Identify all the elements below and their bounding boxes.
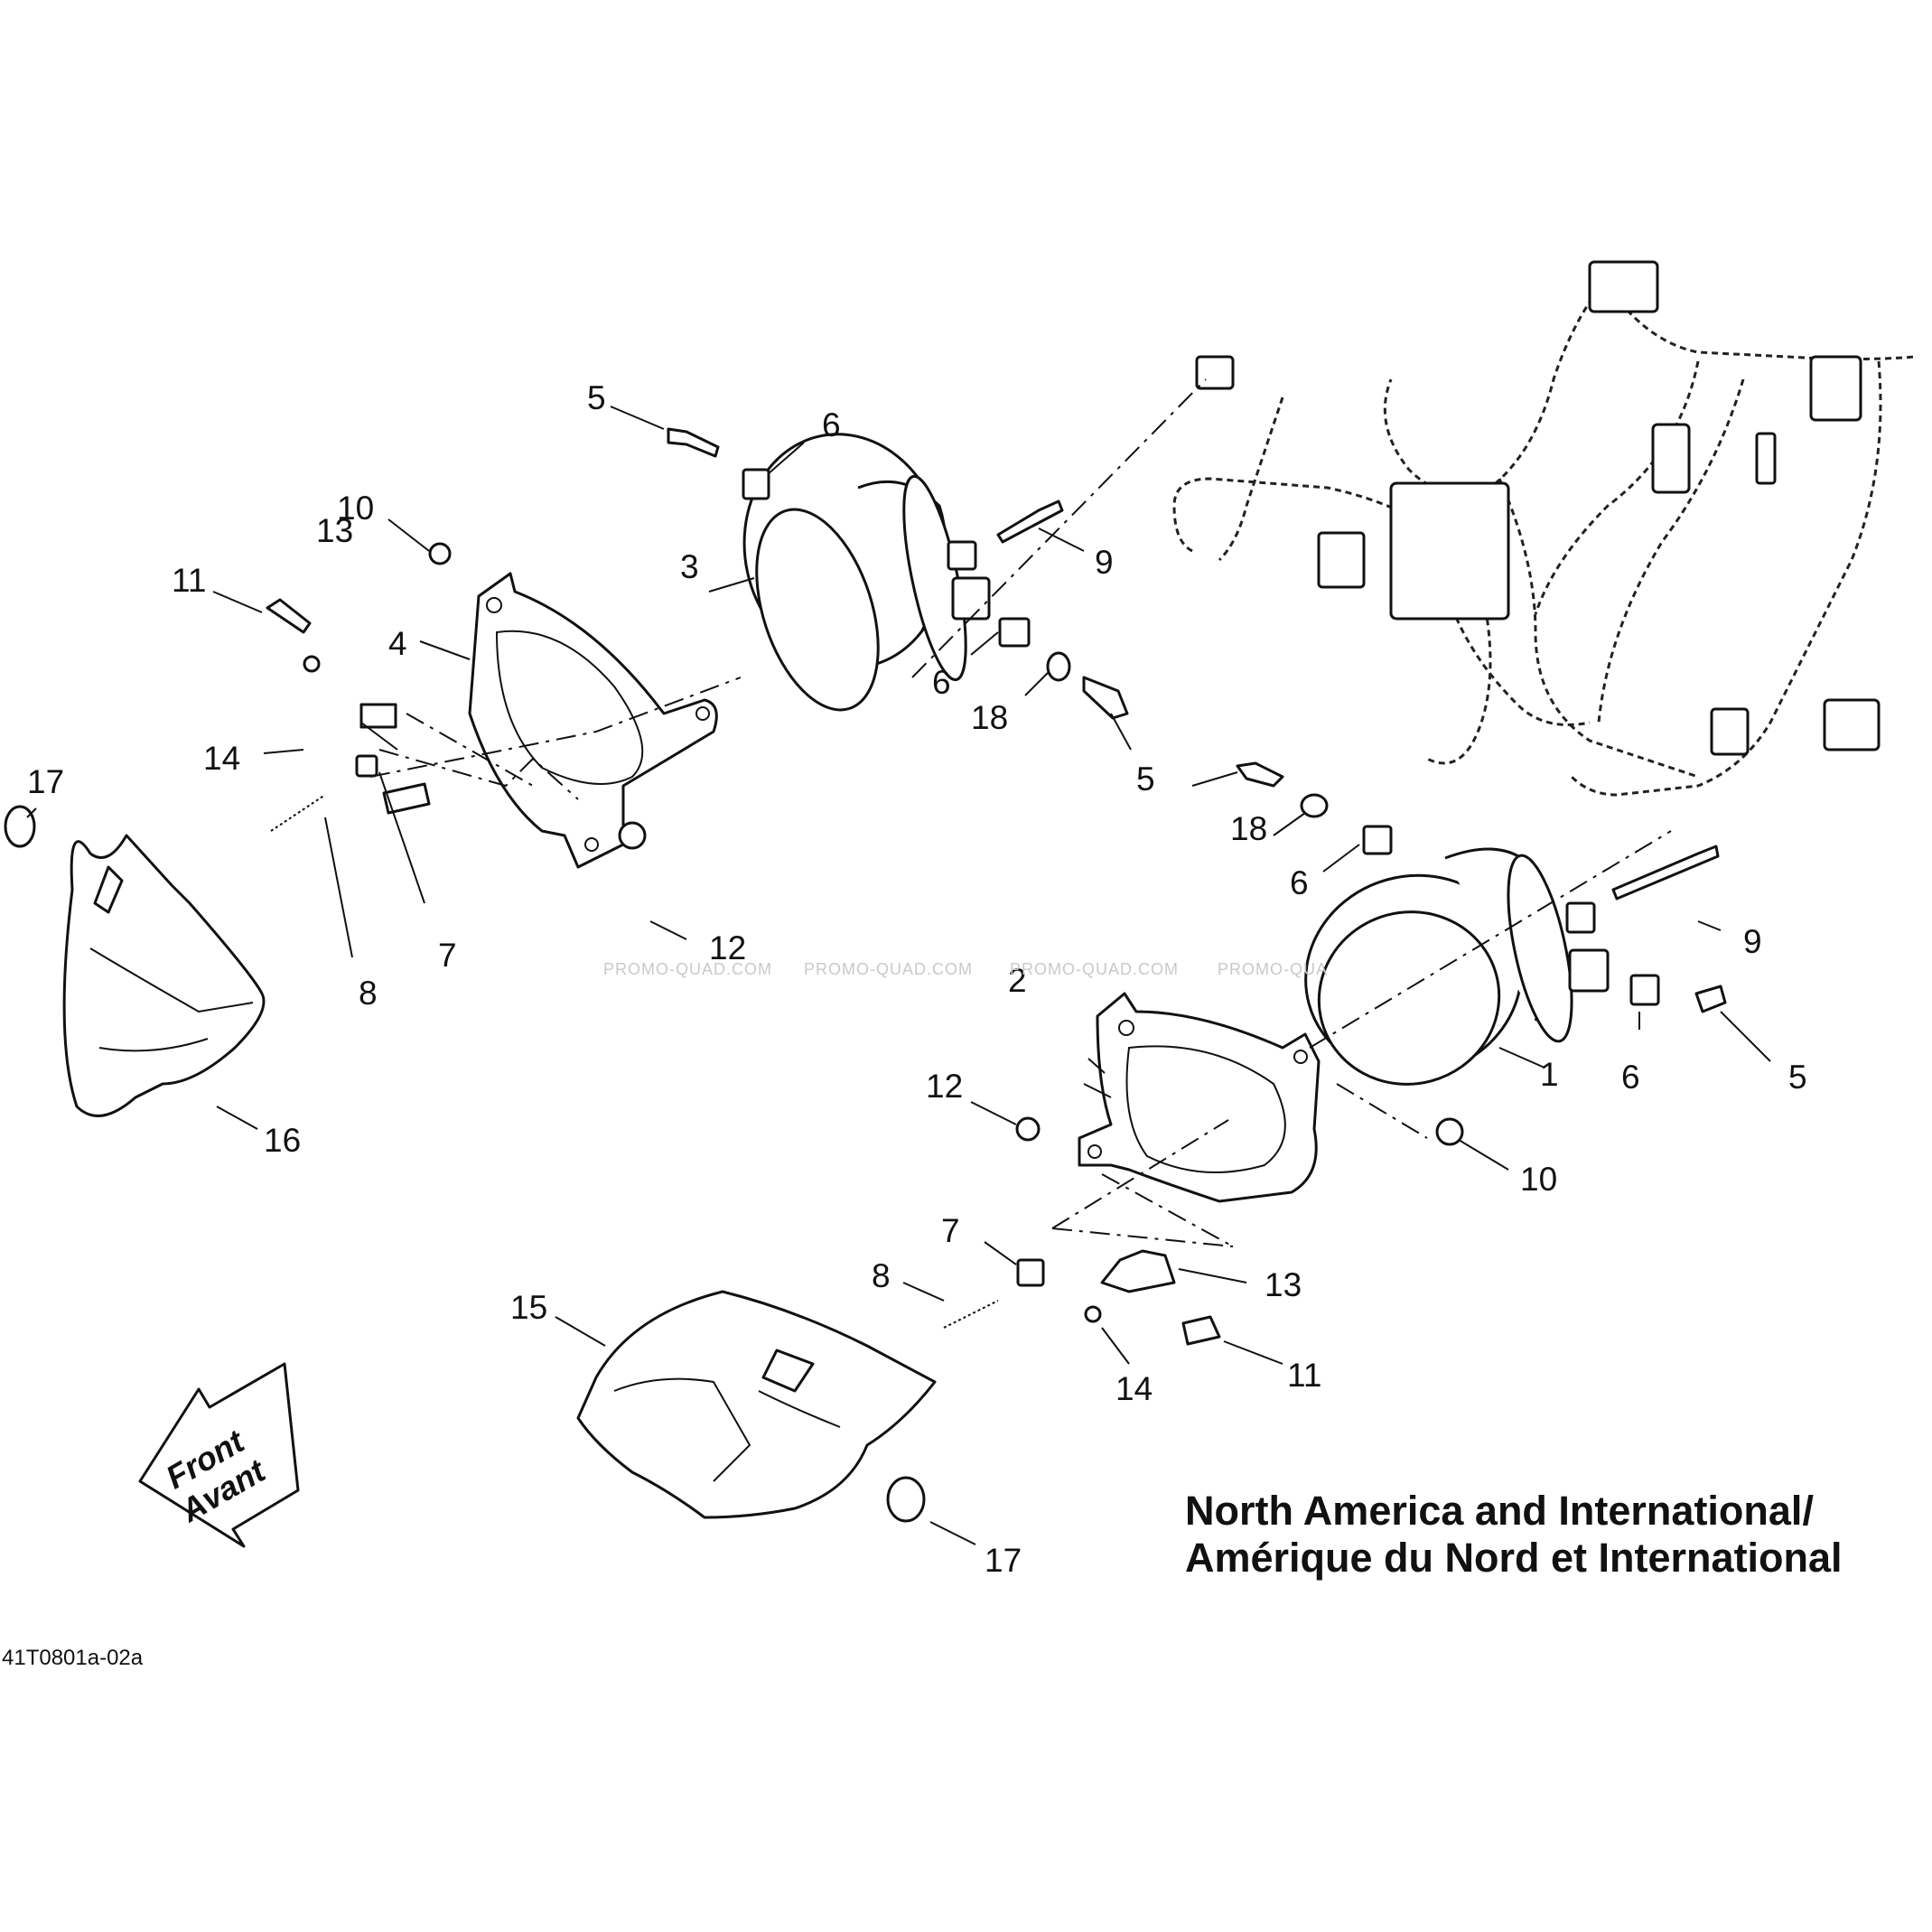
clip-6-upper-b	[998, 617, 1031, 648]
harness-clip	[1755, 432, 1777, 485]
region-title-line2: Amérique du Nord et International	[1185, 1535, 1843, 1581]
harness-fuse-box	[1389, 481, 1510, 621]
harness-connector-upper	[1195, 355, 1235, 390]
bolt-9-lower	[1611, 845, 1720, 901]
bracket-13-upper	[382, 782, 431, 815]
headlight-bracket-2	[1078, 992, 1321, 1203]
screw-5-lower	[1236, 761, 1284, 788]
washer-18-lower	[1300, 793, 1329, 818]
callout-6-a: 6	[822, 406, 841, 443]
callout-18-a: 18	[971, 699, 1008, 736]
callout-5-a: 5	[587, 379, 606, 416]
callout-9-b: 9	[1743, 923, 1762, 960]
headlight-cover-16	[62, 834, 266, 1117]
region-title-line1: North America and International/	[1185, 1488, 1814, 1534]
clip-7-upper	[355, 754, 378, 778]
callout-6-c: 6	[1290, 864, 1309, 901]
bracket-13-lower	[1100, 1249, 1176, 1293]
plug-17-upper	[4, 805, 36, 848]
harness-connector-top	[1588, 260, 1659, 313]
watermarks: PROMO-QUAD.COM PROMO-QUAD.COM PROMO-QUAD…	[603, 960, 1328, 978]
watermark-4: PROMO-QUA	[1218, 960, 1328, 978]
clip-6-upper	[742, 468, 770, 500]
callout-13-b: 13	[1265, 1266, 1302, 1303]
callout-10-b: 10	[1520, 1161, 1557, 1198]
callout-16: 16	[264, 1122, 301, 1159]
harness-connector-lower	[1710, 707, 1750, 756]
bolt-9-upper	[996, 499, 1064, 544]
callout-9-a: 9	[1095, 544, 1114, 581]
callout-12-b: 12	[926, 1068, 963, 1105]
callout-10-a: 10	[337, 490, 374, 527]
nut-14-lower	[1084, 1305, 1102, 1323]
nut-12-lower	[1015, 1116, 1041, 1142]
spring-8-lower	[943, 1300, 999, 1329]
callout-7-a: 7	[438, 937, 457, 974]
clip-6-lower	[1362, 825, 1393, 855]
callout-11-b: 11	[1287, 1357, 1321, 1394]
alignment-lines-lower	[1051, 830, 1672, 1247]
harness-connector-lower-right	[1823, 698, 1881, 751]
callout-6-b: 6	[932, 664, 951, 701]
callout-8-b: 8	[872, 1257, 891, 1294]
arrow-outline-icon	[138, 1362, 300, 1548]
alignment-lines-upper	[369, 378, 1207, 800]
nut-10-lower	[1435, 1117, 1464, 1146]
leader-lines	[26, 406, 1771, 1545]
watermark-1: PROMO-QUAD.COM	[603, 960, 772, 978]
screw-5-upper-b	[1082, 676, 1129, 720]
lower-hardware	[943, 761, 1727, 1346]
callout-3: 3	[680, 548, 699, 585]
headlight-3	[742, 433, 991, 712]
callout-11-a: 11	[172, 562, 206, 599]
callout-2: 2	[1008, 962, 1027, 999]
callout-6-d: 6	[1621, 1059, 1640, 1096]
bolt-11-lower	[1181, 1315, 1221, 1346]
harness-connector-mid	[1651, 423, 1691, 494]
wiring-harness	[1172, 260, 1916, 797]
upper-hardware	[266, 427, 1129, 850]
callout-18-b: 18	[1230, 810, 1267, 847]
drawing-code: 41T0801a-02a	[2, 1646, 144, 1670]
nut-12-upper	[618, 821, 647, 850]
callout-15: 15	[510, 1289, 547, 1326]
spring-8-upper	[270, 794, 326, 832]
bracket-13-upper-b	[359, 703, 397, 729]
callout-7-b: 7	[941, 1212, 960, 1249]
front-direction-arrow: Front Avant	[138, 1362, 300, 1548]
harness-connector-right	[1809, 355, 1862, 422]
callout-5-c: 5	[1788, 1059, 1807, 1096]
screw-5-lower-b	[1694, 985, 1727, 1013]
watermark-2: PROMO-QUAD.COM	[804, 960, 973, 978]
callout-14-b: 14	[1115, 1370, 1153, 1407]
callout-17-b: 17	[985, 1542, 1022, 1579]
screw-5-upper	[667, 427, 720, 458]
nut-14-upper	[303, 655, 321, 673]
callout-4: 4	[388, 625, 407, 662]
clip-6-lower-b	[1629, 974, 1660, 1006]
headlight-cover-15	[576, 1290, 937, 1519]
callout-5-b: 5	[1136, 761, 1155, 798]
watermark-3: PROMO-QUAD.COM	[1010, 960, 1179, 978]
headlight-bracket-4	[468, 572, 718, 869]
callout-12-a: 12	[709, 929, 746, 966]
callout-1: 1	[1540, 1056, 1559, 1093]
harness-relay	[1317, 531, 1366, 589]
bolt-11-upper	[266, 598, 312, 634]
clip-7-lower	[1016, 1258, 1045, 1287]
callout-14-a: 14	[203, 740, 240, 777]
callout-8-a: 8	[359, 975, 378, 1012]
callout-17-a: 17	[27, 763, 64, 800]
callout-13-a: 13	[316, 512, 353, 549]
nut-10-upper	[428, 542, 452, 565]
headlight-1	[1304, 847, 1610, 1086]
callout-labels: 1 2 3 4 5 5 5 6 6 6 6 7 7 8 8 9 9 10 10 …	[27, 379, 1807, 1579]
plug-17-lower	[886, 1476, 926, 1523]
washer-18-upper	[1046, 651, 1071, 682]
